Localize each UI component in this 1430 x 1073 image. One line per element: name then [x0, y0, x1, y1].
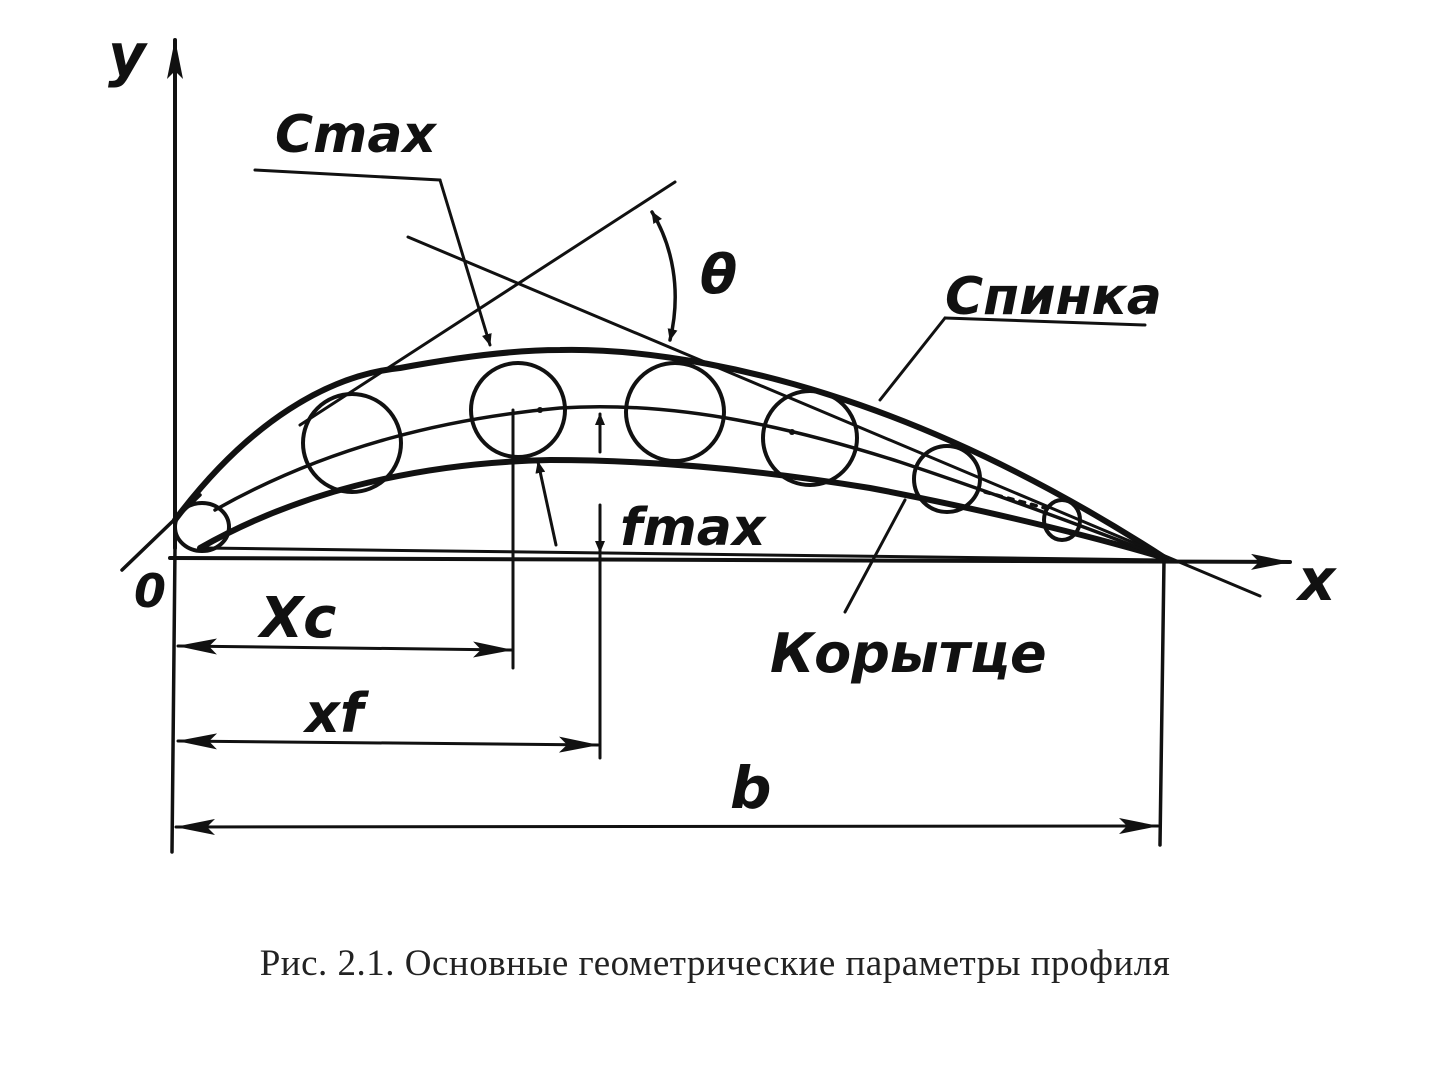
outlet-tangent-line [406, 235, 1262, 598]
xc-dimension-line [176, 638, 514, 658]
origin-label: 0 [134, 564, 166, 618]
x-f-label: xf [302, 682, 370, 745]
spinka-underline [943, 316, 1147, 327]
y-axis-label: y [108, 21, 148, 89]
trailing-edge-extension-line [1158, 558, 1166, 847]
xf-dimension-line [176, 733, 600, 753]
figure-caption: Рис. 2.1. Основные геометрические параме… [259, 943, 1171, 984]
korytse-leader [843, 498, 907, 614]
c-max-lower-arrow [535, 460, 558, 547]
pressure-side-curve [197, 457, 1168, 561]
chord-line [203, 546, 1170, 562]
f-max-label: fmax [620, 498, 767, 558]
inscribed-circle-3 [469, 361, 567, 459]
theta-label: θ [700, 243, 737, 306]
c-max-leader-top [253, 168, 442, 182]
spinka-label: Спинка [945, 267, 1162, 327]
inscribed-circle-1 [173, 501, 231, 553]
korytse-label: Корытце [770, 622, 1047, 685]
inscribed-circle-4 [624, 361, 726, 463]
profile-diagram: y x 0 Cmax θ Спинка fmax Корытце Xc xf b [108, 21, 1337, 854]
chord-b-label: b [730, 754, 772, 822]
c-max-label: Cmax [275, 105, 437, 165]
x-axis [168, 553, 1292, 570]
theta-angle-arc [650, 210, 678, 342]
camber-line [213, 404, 1167, 560]
inlet-tangent-line [298, 180, 677, 427]
c-max-leader [438, 178, 492, 347]
inscribed-circle-5 [761, 389, 859, 487]
camber-line-dashed [983, 490, 1047, 510]
b-dimension-line [174, 818, 1160, 835]
origin-extension-line [170, 546, 177, 854]
inscribed-circle-2 [301, 392, 403, 494]
x-axis-label: x [1295, 546, 1337, 614]
inscribed-circles [173, 361, 1082, 553]
circle-centers [537, 407, 795, 435]
x-c-label: Xc [257, 586, 336, 651]
spinka-leader [878, 316, 947, 402]
suction-side-curve [172, 346, 1168, 561]
